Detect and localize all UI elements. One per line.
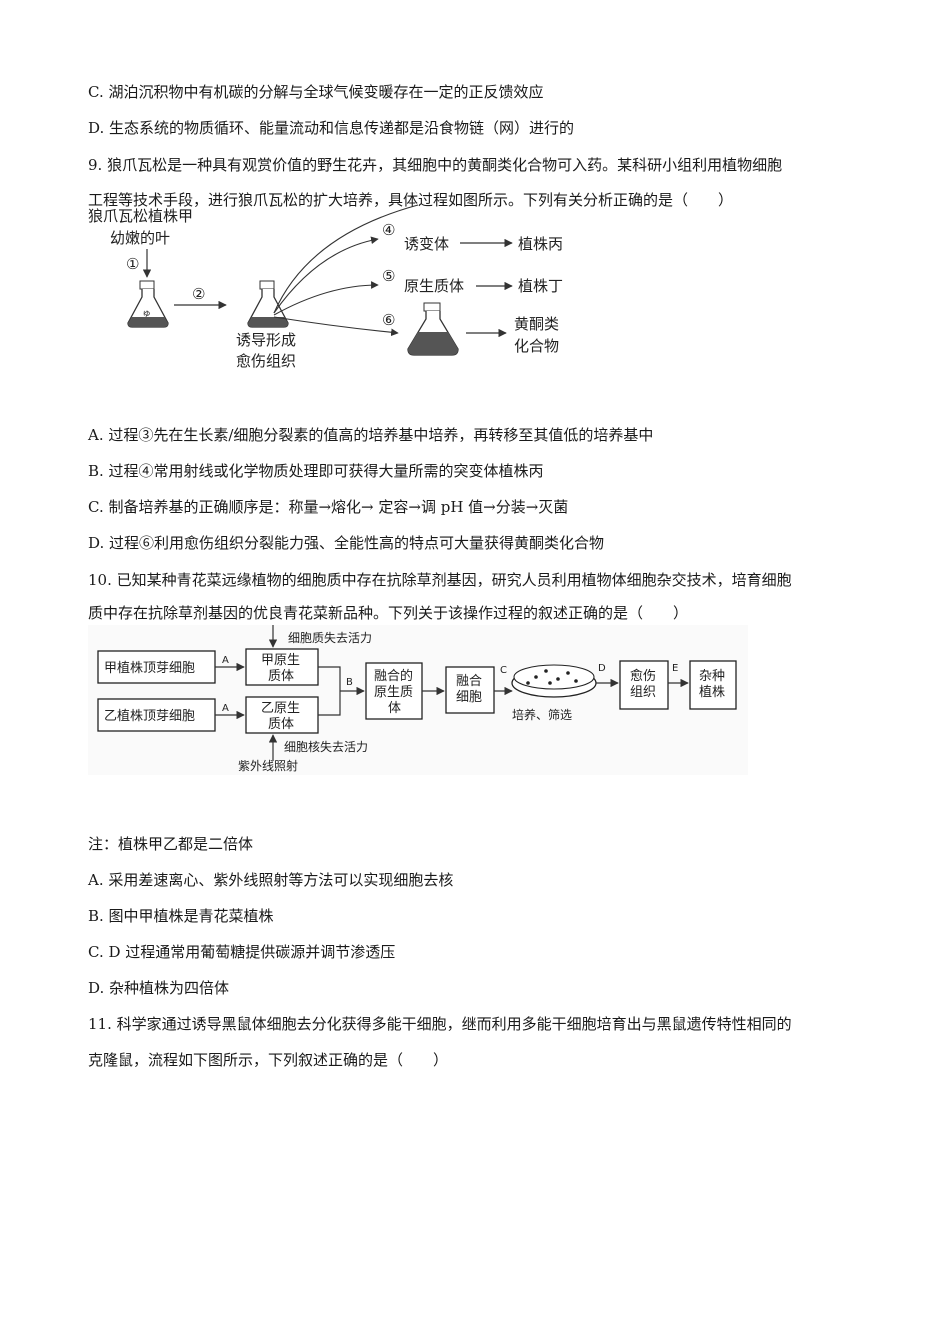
cytoplasm-inactivated: 细胞质失去活力 <box>288 630 372 645</box>
hybrid-l2: 植株 <box>699 685 725 700</box>
box-callus <box>619 660 669 710</box>
step-d: D <box>598 663 606 674</box>
step-b: B <box>346 677 353 688</box>
flask-1: ゅ <box>127 280 169 328</box>
step-e: E <box>672 663 678 674</box>
fused-l2: 原生质 <box>374 685 413 700</box>
cell-a-label: 甲植株顶芽细胞 <box>104 661 195 676</box>
culture-screening: 培养、筛选 <box>512 707 572 722</box>
option-d-q8: D. 生态系统的物质循环、能量流动和信息传递都是沿食物链（网）进行的 <box>88 119 575 137</box>
q9-option-a: A. 过程③先在生长素/细胞分裂素的值高的培养基中培养，再转移至其值低的培养基中 <box>88 426 654 444</box>
q9-step5: ⑤ <box>382 267 395 285</box>
protoplast-a-l2: 质体 <box>268 669 294 684</box>
hybrid-l1: 杂种 <box>699 669 725 684</box>
question-10-line2: 质中存在抗除草剂基因的优良青花菜新品种。下列关于该操作过程的叙述正确的是（ ） <box>88 604 689 622</box>
q10-diagram: 甲植株顶芽细胞 乙植株顶芽细胞 A A 甲原生 质体 乙原生 质体 细胞质失去活… <box>88 625 748 775</box>
box-fused-cell <box>445 666 495 714</box>
protoplast-a-l1: 甲原生 <box>261 653 300 668</box>
fcell-l1: 融合 <box>456 674 482 689</box>
step-c: C <box>500 665 507 676</box>
fused-l1: 融合的 <box>374 668 413 684</box>
step-a-top: A <box>222 655 229 666</box>
q9-diagram: 狼爪瓦松植株甲 幼嫩的叶 ① ゅ ② 诱导形成 愈伤组织 ④ 诱变体 植株丙 ⑤… <box>88 204 563 370</box>
protoplast-b-l1: 乙原生 <box>261 701 300 716</box>
q9-flavonoid-1: 黄酮类 <box>514 315 559 333</box>
box-protoplast-a <box>245 648 319 686</box>
q9-option-d: D. 过程⑥利用愈伤组织分裂能力强、全能性高的特点可大量获得黄酮类化合物 <box>88 534 605 552</box>
svg-text:ゅ: ゅ <box>142 309 151 319</box>
box-hybrid-plant <box>689 660 737 710</box>
box-cell-a <box>97 650 216 684</box>
q9-step4: ④ <box>382 221 395 239</box>
question-9-line2: 工程等技术手段，进行狼爪瓦松的扩大培养，具体过程如图所示。下列有关分析正确的是（… <box>88 191 734 209</box>
question-9-line1: 9. 狼爪瓦松是一种具有观赏价值的野生花卉，其细胞中的黄酮类化合物可入药。某科研… <box>88 156 783 174</box>
q10-note: 注：植株甲乙都是二倍体 <box>88 835 254 853</box>
nucleus-inactivated: 细胞核失去活力 <box>284 739 368 754</box>
q9-source-label-1: 狼爪瓦松植株甲 <box>88 207 193 225</box>
q9-option-c: C. 制备培养基的正确顺序是：称量→熔化→ 定容→调 pH 值→分装→灭菌 <box>88 498 569 516</box>
q9-plant-d: 植株丁 <box>518 277 563 295</box>
q9-step1: ① <box>126 255 139 273</box>
step-a-bottom: A <box>222 703 229 714</box>
q9-step2: ② <box>192 285 205 303</box>
cell-b-label: 乙植株顶芽细胞 <box>104 709 195 724</box>
q9-source-label-2: 幼嫩的叶 <box>110 229 170 247</box>
question-11-line2: 克隆鼠，流程如下图所示，下列叙述正确的是（ ） <box>88 1051 449 1069</box>
flask-2 <box>247 280 289 328</box>
q9-callus-label-1: 诱导形成 <box>236 331 296 349</box>
q9-option-b: B. 过程④常用射线或化学物质处理即可获得大量所需的突变体植株丙 <box>88 462 544 480</box>
q10-option-c: C. D 过程通常用葡萄糖提供碳源并调节渗透压 <box>88 943 396 961</box>
q9-flavonoid-2: 化合物 <box>514 337 559 355</box>
petri-dish <box>511 664 597 698</box>
question-11-line1: 11. 科学家通过诱导黑鼠体细胞去分化获得多能干细胞，继而利用多能干细胞培育出与… <box>88 1015 792 1033</box>
q10-option-d: D. 杂种植株为四倍体 <box>88 979 230 997</box>
q9-protoplast: 原生质体 <box>404 277 464 295</box>
option-c-q8: C. 湖泊沉积物中有机碳的分解与全球气候变暖存在一定的正反馈效应 <box>88 83 544 101</box>
q9-callus-label-2: 愈伤组织 <box>236 352 296 370</box>
protoplast-b-l2: 质体 <box>268 717 294 732</box>
q10-option-b: B. 图中甲植株是青花菜植株 <box>88 907 274 925</box>
q10-option-a: A. 采用差速离心、紫外线照射等方法可以实现细胞去核 <box>88 871 454 889</box>
fcell-l2: 细胞 <box>456 690 482 705</box>
q9-mutant: 诱变体 <box>404 235 449 253</box>
box-fused-protoplast <box>365 662 423 720</box>
uv-irradiation: 紫外线照射 <box>238 758 298 773</box>
flask-3 <box>407 302 459 356</box>
callus-l2: 组织 <box>630 685 656 700</box>
question-10-line1: 10. 已知某种青花菜远缘植物的细胞质中存在抗除草剂基因，研究人员利用植物体细胞… <box>88 571 792 589</box>
callus-l1: 愈伤 <box>630 669 656 684</box>
box-protoplast-b <box>245 696 319 734</box>
q9-step6: ⑥ <box>382 311 395 329</box>
fused-l3: 体 <box>388 701 401 716</box>
q9-plant-c: 植株丙 <box>518 235 563 253</box>
